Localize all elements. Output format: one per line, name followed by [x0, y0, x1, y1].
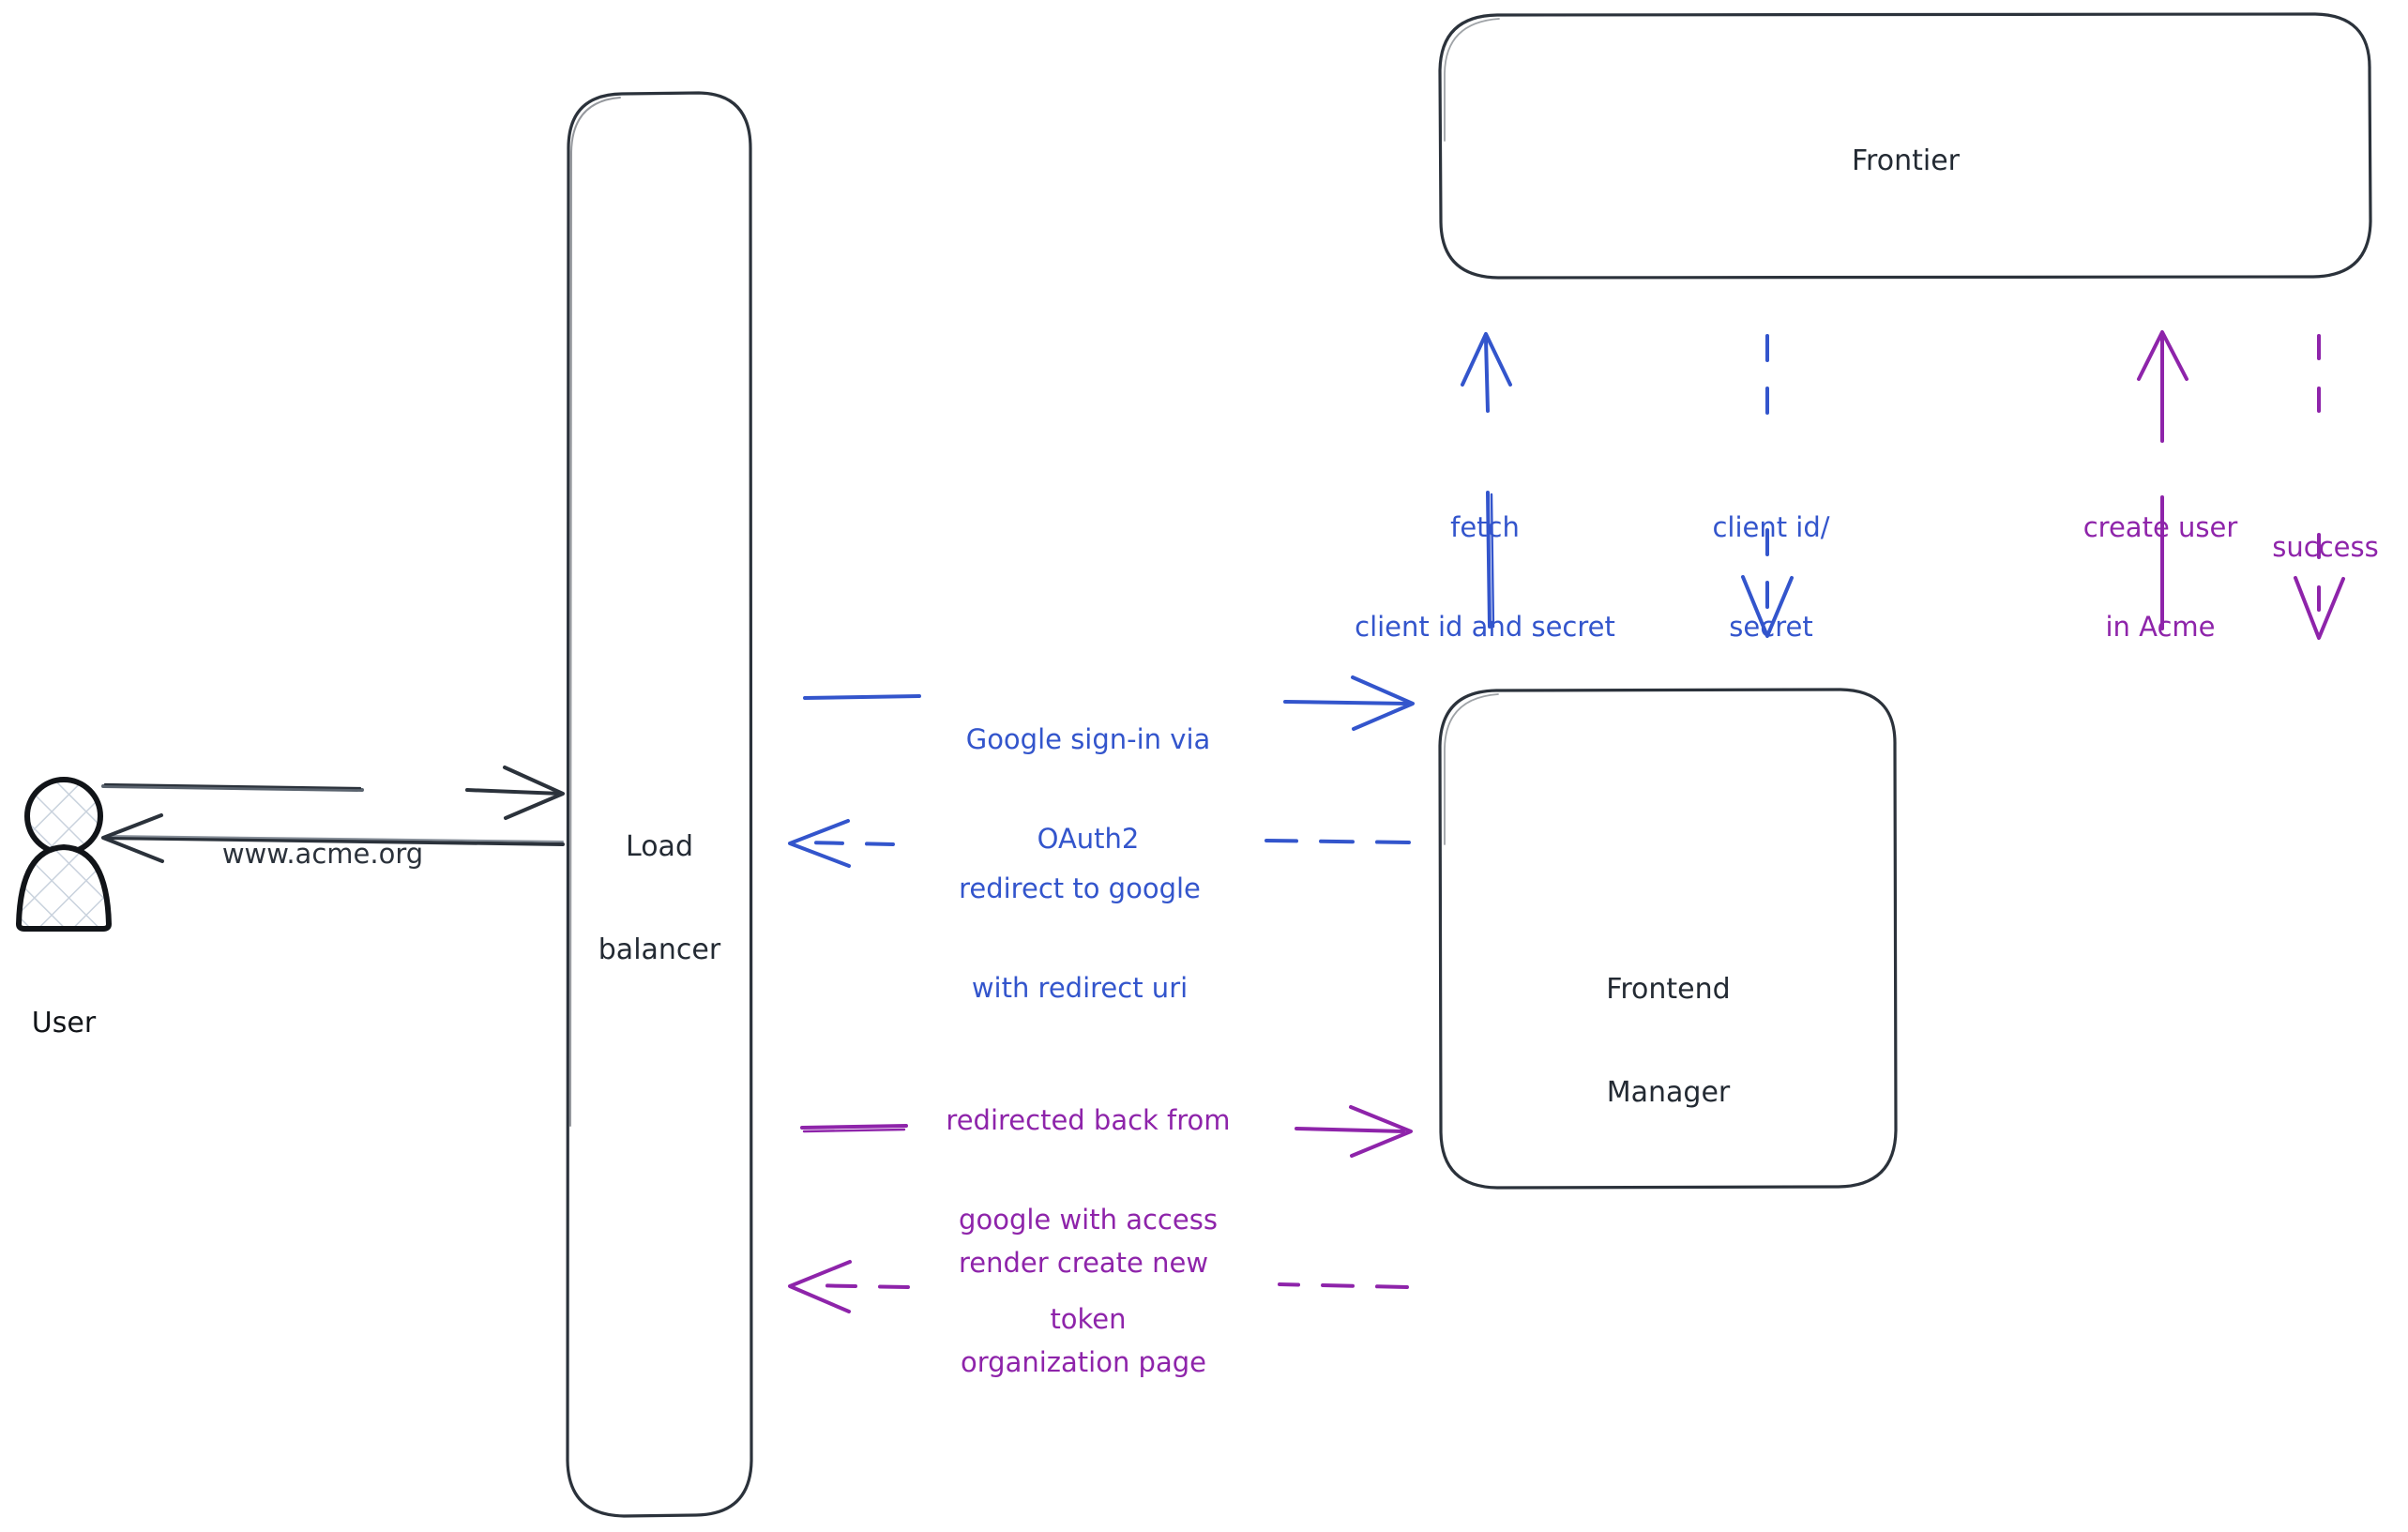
edge-lb-to-fm-signin — [803, 675, 1415, 731]
edge-frontier-to-fm-creds — [1741, 334, 1794, 638]
user-actor-icon — [16, 777, 112, 932]
edge-lb-to-fm-token — [800, 1105, 1413, 1158]
edge-fm-to-frontier-fetch — [1461, 332, 1512, 629]
edge-frontier-to-fm-success — [2294, 334, 2345, 640]
edge-user-to-lb — [101, 766, 565, 820]
node-load-balancer[interactable] — [566, 91, 753, 1518]
edge-fm-to-lb-render — [788, 1260, 1409, 1313]
node-frontier[interactable] — [1438, 12, 2372, 280]
edge-lb-to-user — [101, 813, 565, 863]
edge-fm-to-frontier-createuser — [2137, 330, 2188, 630]
edge-fm-to-lb-redirect — [788, 819, 1411, 868]
node-frontend-manager[interactable] — [1438, 688, 1898, 1190]
